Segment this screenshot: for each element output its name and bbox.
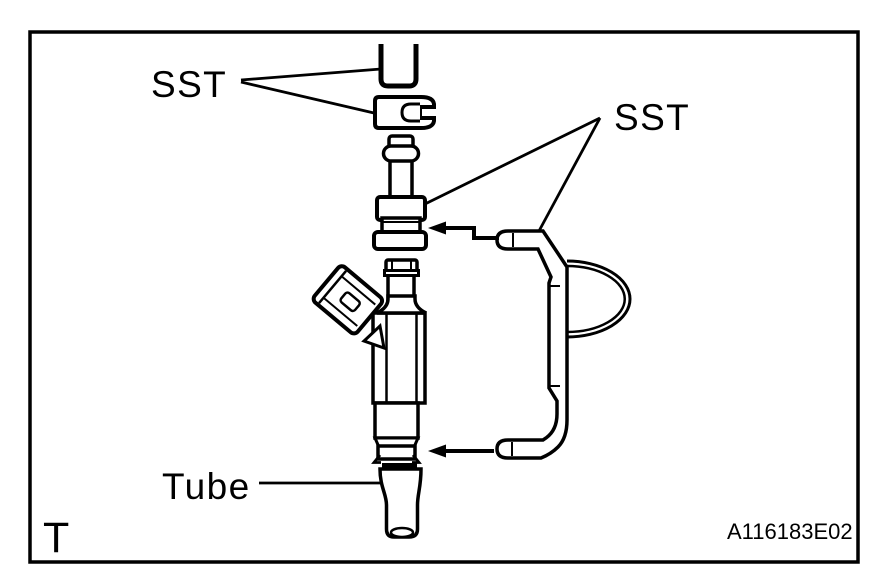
- pointer-arrows: [428, 221, 499, 458]
- clamp-handle-loop-outer: [566, 259, 632, 339]
- electrical-connector-endcap-line: [318, 270, 348, 304]
- sst-label-right: SST: [614, 97, 690, 138]
- tube-label: Tube: [162, 466, 251, 507]
- leader-sst-right-to-connector: [424, 116, 601, 206]
- oring-lip-right: [411, 454, 422, 464]
- electrical-connector: [311, 264, 385, 336]
- injector-oring-seat: [376, 444, 417, 461]
- injector-upper-connector: [372, 134, 428, 251]
- connector-flange: [372, 230, 428, 251]
- electrical-connector-rib-bottom: [322, 296, 358, 327]
- injector-lower-body: [373, 401, 420, 440]
- corner-letter: T: [43, 514, 69, 562]
- clamp-body: [495, 229, 569, 460]
- clip-inner-detail: [400, 102, 420, 123]
- figure-border: [28, 30, 860, 564]
- sst-clip-tool: [373, 95, 436, 130]
- clamp-handle-loop-inner: [566, 264, 626, 334]
- oring-lip-left: [371, 454, 382, 464]
- connector-collar-ring: [381, 144, 421, 163]
- electrical-connector-rib-top: [340, 275, 376, 306]
- bottom-arrow-head: [428, 444, 446, 458]
- leader-sst-left-to-clip: [240, 80, 375, 115]
- top-arrow-head: [428, 221, 446, 235]
- tube-part: [378, 467, 423, 539]
- figure-code: A116183E02: [727, 519, 853, 544]
- sst-clamp-tool: [495, 229, 632, 460]
- leader-lines: [240, 67, 602, 485]
- connector-shaft: [388, 156, 414, 202]
- leader-sst-left-to-socket: [240, 67, 382, 82]
- tube-mouth: [389, 526, 415, 539]
- sst-label-left: SST: [151, 64, 227, 105]
- top-arrow-shaft: [445, 226, 499, 240]
- electrical-connector-bracket: [361, 323, 386, 351]
- electrical-connector-slot: [339, 291, 361, 313]
- leader-sst-right-to-clamp: [537, 117, 602, 232]
- injector-trumpet-collar: [376, 294, 427, 315]
- sst-socket-tool: [378, 44, 419, 89]
- injector-inlet-band: [383, 269, 420, 277]
- fuel-injector: [311, 258, 427, 468]
